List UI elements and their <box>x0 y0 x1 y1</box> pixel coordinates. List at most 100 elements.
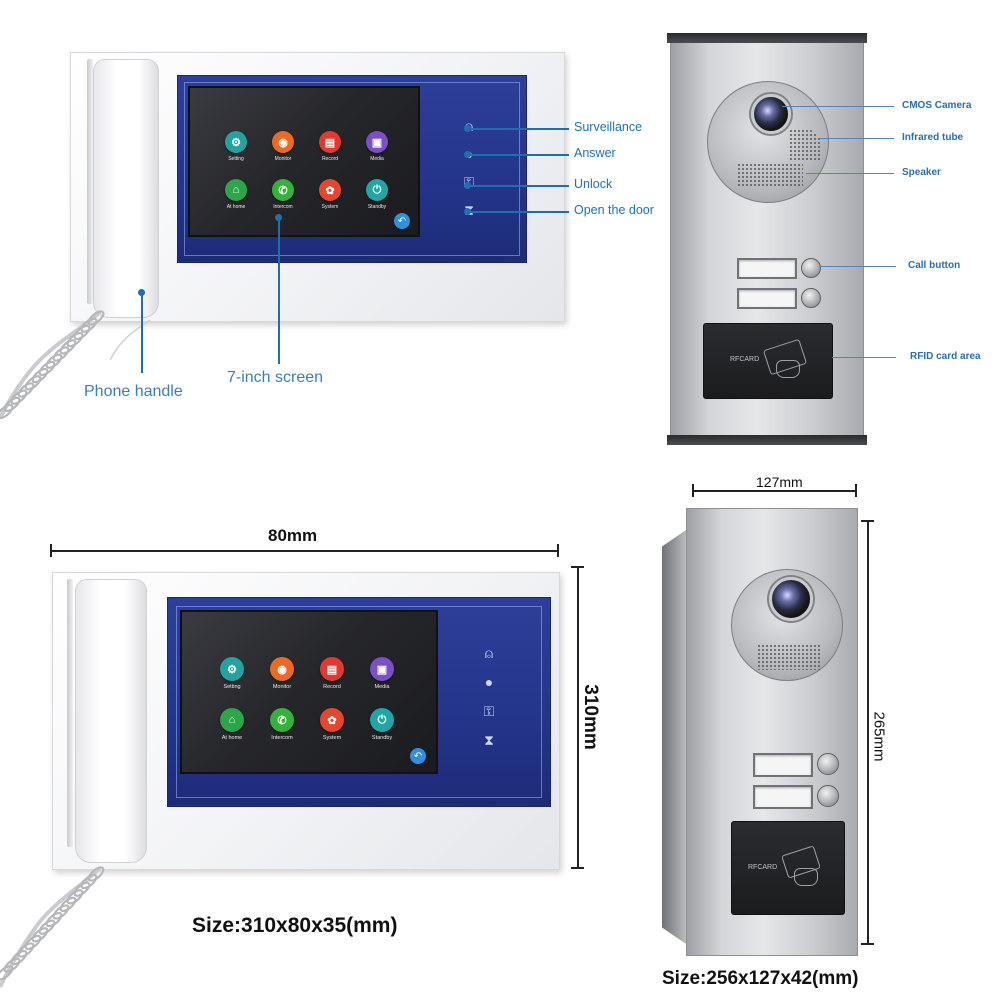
open-door-line <box>467 211 569 213</box>
app-setting[interactable]: ⚙Setting <box>216 131 256 162</box>
phone-handle-bottom <box>75 579 147 863</box>
indoor-monitor-top <box>70 52 565 322</box>
rfid-label: RFCARD <box>748 864 778 871</box>
indoor-monitor-bottom <box>52 572 560 870</box>
app-record[interactable]: ▤Record <box>310 131 350 162</box>
speaker-grille <box>737 163 803 187</box>
coiled-cord-top <box>0 310 151 420</box>
app-at-home[interactable]: ⌂At home <box>212 708 252 741</box>
person-icon[interactable]: ⍝ <box>484 645 494 661</box>
door-icon[interactable]: ⧗ <box>484 732 494 748</box>
surveillance-dot <box>464 125 471 132</box>
phone-icon: ✆ <box>270 708 294 732</box>
cord-coil <box>0 403 14 420</box>
app-system[interactable]: ✿System <box>312 708 352 741</box>
lcd-screen <box>188 86 420 237</box>
app-label: Media <box>374 684 390 690</box>
open-door-dot <box>464 208 471 215</box>
infrared-grille <box>789 129 821 161</box>
call-button-label: Call button <box>908 260 961 271</box>
surveillance-line <box>467 128 569 130</box>
cord-coil <box>52 346 70 362</box>
camera-lens <box>769 577 813 621</box>
cord-coil <box>66 331 84 348</box>
app-label: At home <box>221 735 243 741</box>
cord-coil <box>59 896 77 913</box>
app-intercom[interactable]: ✆Intercom <box>262 708 302 741</box>
record-icon: ▤ <box>320 657 344 681</box>
app-label: Standby <box>367 204 387 210</box>
app-monitor[interactable]: ◉ Monitor <box>263 131 303 162</box>
answer-label: Answer <box>574 146 616 160</box>
cord-coil <box>3 396 21 413</box>
outdoor-panel-side <box>662 530 686 944</box>
hand-icon <box>794 868 818 886</box>
bottom-rail <box>667 435 867 445</box>
unlock-label: Unlock <box>574 177 613 191</box>
cord-coil <box>31 367 49 384</box>
height-dimension-tick-top <box>571 566 584 568</box>
open-door-label: Open the door <box>574 203 654 217</box>
phone-handle-dot <box>138 289 145 296</box>
cord-coil <box>24 375 42 391</box>
app-media[interactable]: ▣Media <box>357 131 397 162</box>
outdoor-width-line <box>692 490 856 492</box>
app-label: At home <box>226 204 246 210</box>
answer-dot-icon[interactable]: ● <box>484 674 494 690</box>
panel-frame <box>176 606 542 798</box>
call-button-1[interactable] <box>817 753 839 775</box>
app-standby[interactable]: ⏻ Standby <box>362 708 402 741</box>
outdoor-panel-top: RFCARD <box>667 33 867 445</box>
width-dimension-tick-right <box>557 544 559 557</box>
app-media[interactable]: ▣ Media <box>362 657 402 690</box>
speaker-grille <box>757 644 821 670</box>
call-button-1[interactable] <box>801 258 821 278</box>
unlock-line <box>467 185 569 187</box>
app-at-home[interactable]: ⌂At home <box>216 179 256 210</box>
call-button-2[interactable] <box>817 785 839 807</box>
monitor-width-label: 80mm <box>268 526 318 545</box>
camera-icon: ◉ <box>272 131 294 153</box>
cord-coil <box>17 382 35 398</box>
phone-icon: ✆ <box>272 179 294 201</box>
app-label: Monitor <box>274 156 292 162</box>
name-plate-1 <box>737 258 797 279</box>
infrared-line <box>820 138 894 139</box>
screen-label: 7-inch screen <box>227 369 324 386</box>
app-record[interactable]: ▤Record <box>312 657 352 690</box>
app-system[interactable]: ✿System <box>310 179 350 210</box>
app-label: Intercom <box>273 204 293 210</box>
app-label: Standby <box>371 735 393 741</box>
rfid-area-label: RFID card area <box>910 351 981 362</box>
hand-icon <box>776 360 800 378</box>
handset-slot <box>87 59 93 304</box>
cord-coil <box>80 317 98 333</box>
gear-icon: ⚙ <box>225 131 247 153</box>
cord-coil <box>80 873 98 890</box>
cmos-camera-label: CMOS Camera <box>902 100 972 111</box>
media-icon: ▣ <box>370 657 394 681</box>
outdoor-width-tick-right <box>855 484 857 497</box>
app-intercom[interactable]: ✆ Intercom <box>263 179 303 210</box>
app-monitor[interactable]: ◉Monitor <box>262 657 302 690</box>
outdoor-panel-bottom: RFCARD <box>686 508 858 956</box>
lcd-screen-bottom <box>180 610 438 774</box>
phone-handle-label: Phone handle <box>84 383 183 400</box>
name-plate-1 <box>753 753 813 777</box>
key-icon[interactable]: ⚿ <box>483 703 495 719</box>
speaker-label: Speaker <box>902 167 941 178</box>
handset-slot <box>67 579 73 847</box>
back-icon[interactable]: ↶ <box>410 748 426 764</box>
blue-panel-bottom <box>167 597 551 807</box>
cord-coil <box>87 866 105 882</box>
app-setting[interactable]: ⚙Setting <box>212 657 252 690</box>
app-standby[interactable]: ⏻Standby <box>357 179 397 210</box>
name-plate-2 <box>737 288 797 309</box>
cord-coil <box>24 934 42 951</box>
call-button-2[interactable] <box>801 288 821 308</box>
cord-coil <box>87 310 105 326</box>
back-icon[interactable]: ↶ <box>394 213 410 229</box>
height-dimension-tick-bottom <box>571 867 584 869</box>
outdoor-width-tick-left <box>692 484 694 497</box>
power-icon: ⏻ <box>370 708 394 732</box>
